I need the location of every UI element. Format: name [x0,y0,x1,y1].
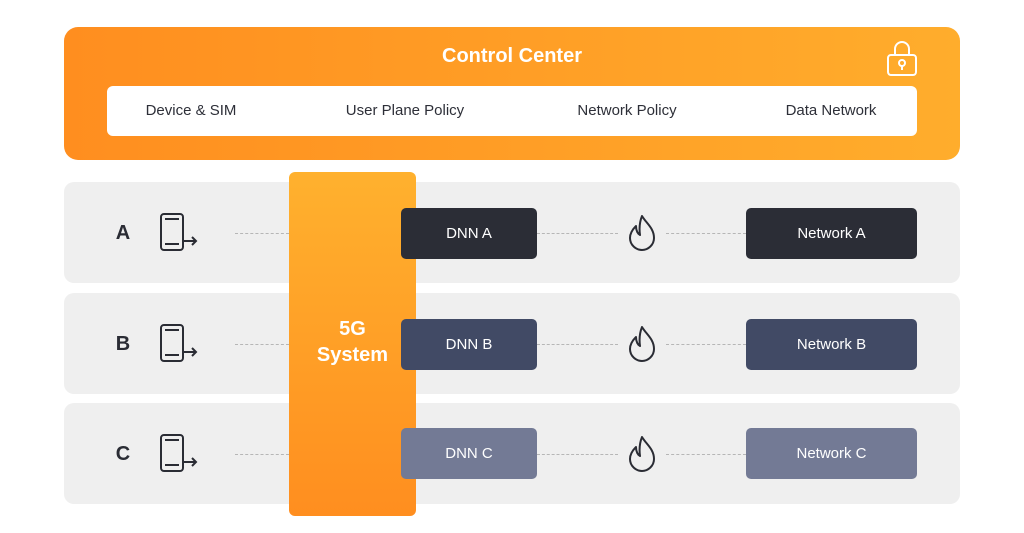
network-a-box: Network A [746,208,917,259]
dnn-a-box: DNN A [401,208,537,259]
network-c-box: Network C [746,428,917,479]
menu-item-device-sim[interactable]: Device & SIM [145,102,237,119]
connector-line [666,344,746,345]
menu-item-user-plane-policy[interactable]: User Plane Policy [345,102,465,119]
connector-line [666,454,746,455]
5g-system-label-line2: System [316,344,389,366]
connector-line [666,233,746,234]
network-b-box: Network B [746,319,917,370]
menu-item-network-policy[interactable]: Network Policy [577,102,677,119]
control-center-menu: Device & SIM User Plane Policy Network P… [107,86,917,136]
mobile-device-icon [160,324,198,362]
mobile-device-icon [160,434,198,472]
control-center-panel: Control Center Device & SIM User Plane P… [64,27,960,160]
connector-line [537,344,618,345]
fire-icon [629,436,655,472]
menu-item-data-network[interactable]: Data Network [785,102,877,119]
connector-line [537,233,618,234]
5g-system-label-line1: 5G [339,318,366,340]
control-center-title: Control Center [442,45,582,67]
fire-icon [629,326,655,362]
row-label-b: B [115,333,131,355]
connector-line [537,454,618,455]
connector-line [235,233,289,234]
fire-icon [629,215,655,251]
lock-icon [887,41,917,76]
row-label-a: A [115,222,131,244]
mobile-device-icon [160,213,198,251]
5g-system-block: 5G System [289,172,416,516]
row-label-c: C [115,443,131,465]
connector-line [235,344,289,345]
5g-system-label: 5G System [289,316,416,368]
dnn-b-box: DNN B [401,319,537,370]
dnn-c-box: DNN C [401,428,537,479]
connector-line [235,454,289,455]
